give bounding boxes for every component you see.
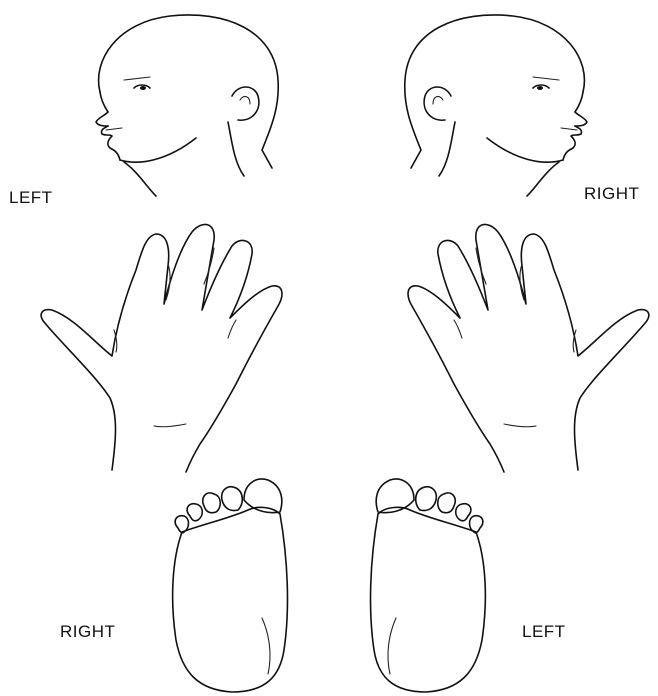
- label-right-head: RIGHT: [584, 185, 639, 202]
- head-left-profile: [96, 15, 278, 196]
- label-right-foot: RIGHT: [60, 623, 115, 640]
- foot-left-sole: [371, 479, 486, 692]
- foot-right-sole: [173, 479, 288, 692]
- label-left-foot: LEFT: [522, 623, 566, 640]
- label-left-head: LEFT: [9, 189, 53, 206]
- hand-right-palm: [408, 224, 649, 472]
- head-right-profile: [405, 15, 587, 196]
- hand-left-palm: [41, 224, 282, 472]
